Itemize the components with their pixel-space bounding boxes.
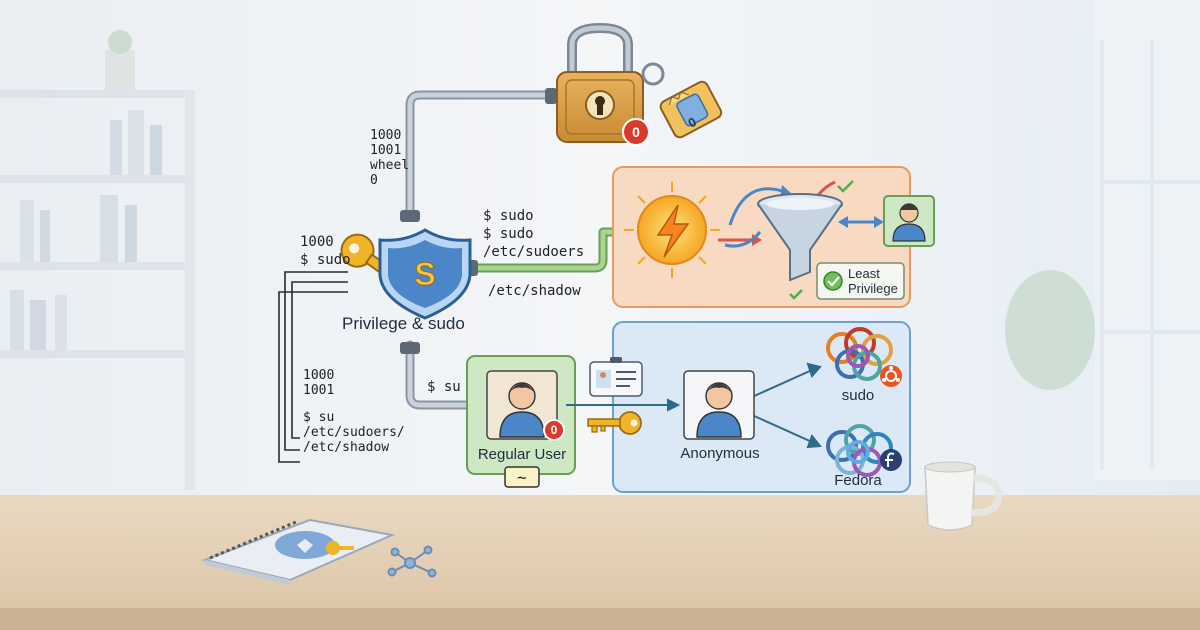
key-tag-icon — [641, 62, 723, 139]
bracket-lines — [278, 271, 348, 463]
id-card-icon — [589, 357, 643, 397]
user-avatar-icon — [696, 382, 742, 438]
table-edge — [0, 608, 1200, 630]
checkmark-icon — [823, 271, 843, 291]
least-privilege-label: Least Privilege — [848, 266, 898, 296]
least-privilege-chip — [816, 262, 905, 300]
padlock-badge-text: 0 — [632, 124, 640, 140]
pipes — [405, 90, 625, 410]
padlock-icon — [556, 22, 644, 143]
funnel-icon — [757, 193, 843, 282]
ubuntu-logo-icon — [880, 365, 902, 387]
lightning-icon — [624, 182, 720, 278]
shield-letter: S — [414, 256, 435, 292]
sudo-label: sudo — [841, 387, 875, 404]
plant-right — [1005, 270, 1095, 390]
user-avatar-icon — [892, 203, 926, 242]
coffee-mug-icon — [924, 461, 1003, 531]
bookshelf — [0, 30, 195, 490]
rings-icon — [826, 424, 893, 477]
window — [1095, 0, 1200, 480]
shield-icon — [378, 228, 472, 320]
tilde-chip-text: ~ — [517, 468, 527, 487]
center-title: Privilege & sudo — [342, 314, 465, 333]
key-icon — [587, 411, 642, 435]
network-node-icon — [387, 545, 437, 578]
su-path-stack: $ su /etc/sudoers/ /etc/shadow — [303, 410, 405, 455]
transfer-arrows — [566, 362, 822, 449]
pipe-joint — [400, 210, 420, 222]
user-avatar-icon — [499, 382, 545, 438]
regular-user-badge-text: 0 — [551, 423, 558, 437]
su-command: $ su — [427, 379, 461, 395]
tilde-chip — [504, 466, 540, 488]
fedora-label: Fedora — [834, 472, 882, 489]
sudo-command-stack: $ sudo $ sudo /etc/sudoers — [483, 208, 585, 260]
table-top — [0, 495, 1200, 615]
anonymous-label: Anonymous — [680, 445, 760, 462]
shadow-path: /etc/shadow — [488, 283, 581, 299]
checkmark-icon — [789, 180, 854, 300]
group-id-stack: 1000 1001 wheel 0 — [370, 128, 410, 188]
regular-user-badge — [543, 419, 565, 441]
pipe-joint — [545, 88, 557, 104]
fedora-logo-icon — [880, 449, 902, 471]
uid-stack: 1000 1001 — [303, 368, 335, 398]
padlock-badge — [622, 118, 650, 146]
pipe-joint — [400, 342, 420, 354]
sudo-uid-stack: 1000 $ sudo — [300, 234, 351, 268]
regular-user-label: Regular User — [477, 446, 567, 463]
rings-icon — [826, 327, 893, 381]
check-glyph — [827, 276, 840, 287]
notebook-icon — [201, 518, 396, 585]
